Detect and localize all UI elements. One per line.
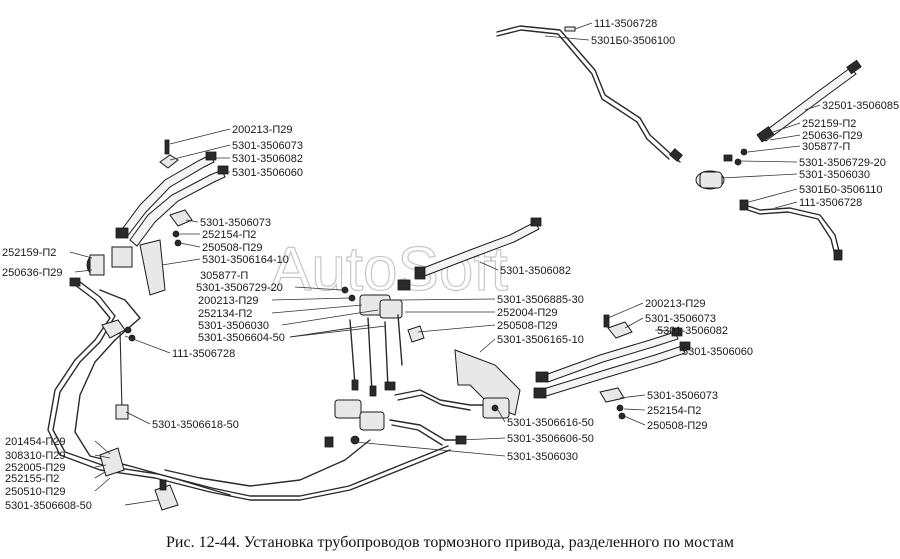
callout-label: 5301-3506608-50: [5, 500, 92, 512]
callout-label: 5301-3506073: [645, 313, 716, 325]
callout-label: 5301Б0-3506100: [591, 35, 675, 47]
callout-label: 5301-3506073: [200, 217, 271, 229]
callout-label: 5301-3506885-30: [497, 294, 584, 306]
callout-labels: 111-3506728 5301Б0-3506100 32501-3506085…: [2, 18, 899, 512]
callout-label: 200213-П29: [198, 295, 259, 307]
callout-label: 252159-П2: [802, 118, 856, 130]
callout-label: 5301-3506073: [232, 140, 303, 152]
callout-label: 250508-П29: [497, 320, 558, 332]
callout-label: 305877-П: [802, 141, 850, 153]
callout-label: 5301-3506604-50: [198, 332, 285, 344]
callout-label: 200213-П29: [645, 298, 706, 310]
figure-caption: Рис. 12-44. Установка трубопроводов торм…: [166, 534, 734, 551]
callout-label: 250508-П29: [202, 242, 263, 254]
callout-label: 250510-П29: [5, 486, 66, 498]
callout-label: 32501-3506085: [822, 100, 899, 112]
callout-label: 5301Б0-3506110: [799, 184, 882, 196]
callout-label: 5301-3506030: [507, 451, 578, 463]
callout-label: 5301-3506030: [799, 169, 870, 181]
callout-label: 5301-3506729-20: [196, 282, 283, 294]
callout-label: 5301-3506616-50: [507, 417, 594, 429]
callout-label: 252134-П2: [198, 308, 252, 320]
callout-label: 5301-3506082: [657, 325, 728, 337]
callout-label: 111-3506728: [172, 348, 235, 360]
callout-label: 252159-П2: [2, 247, 56, 259]
callout-label: 5301-3506606-50: [507, 433, 594, 445]
callout-label: 111-3506728: [799, 197, 862, 209]
callout-label: 5301-3506164-10: [202, 254, 289, 266]
callout-label: 5301-3506729-20: [799, 157, 886, 169]
callout-label: 201454-П29: [5, 436, 66, 448]
callout-label: 305877-П: [200, 270, 248, 282]
callout-label: 5301-3506060: [682, 346, 753, 358]
watermark: AutoSoft: [270, 235, 508, 304]
callout-label: 250636-П29: [802, 130, 863, 142]
callout-label: 252004-П29: [497, 307, 558, 319]
callout-label: 5301-3506165-10: [497, 334, 584, 346]
callout-label: 252155-П2: [5, 473, 59, 485]
callout-label: 5301-3506082: [500, 265, 571, 277]
callout-label: 5301-3506082: [232, 153, 303, 165]
callout-label: 5301-3506060: [232, 167, 303, 179]
callout-label: 250636-П29: [2, 267, 63, 279]
leader-lines: [69, 22, 821, 506]
callout-label: 252154-П2: [202, 229, 256, 241]
callout-label: 5301-3506030: [198, 320, 269, 332]
callout-label: 111-3506728: [594, 18, 657, 30]
callout-label: 200213-П29: [232, 124, 293, 136]
callout-label: 252154-П2: [647, 405, 701, 417]
callout-label: 5301-3506073: [647, 390, 718, 402]
callout-label: 252005-П29: [5, 462, 66, 474]
callout-label: 308310-П29: [5, 450, 66, 462]
callout-label: 250508-П29: [647, 420, 708, 432]
callout-label: 5301-3506618-50: [152, 419, 239, 431]
